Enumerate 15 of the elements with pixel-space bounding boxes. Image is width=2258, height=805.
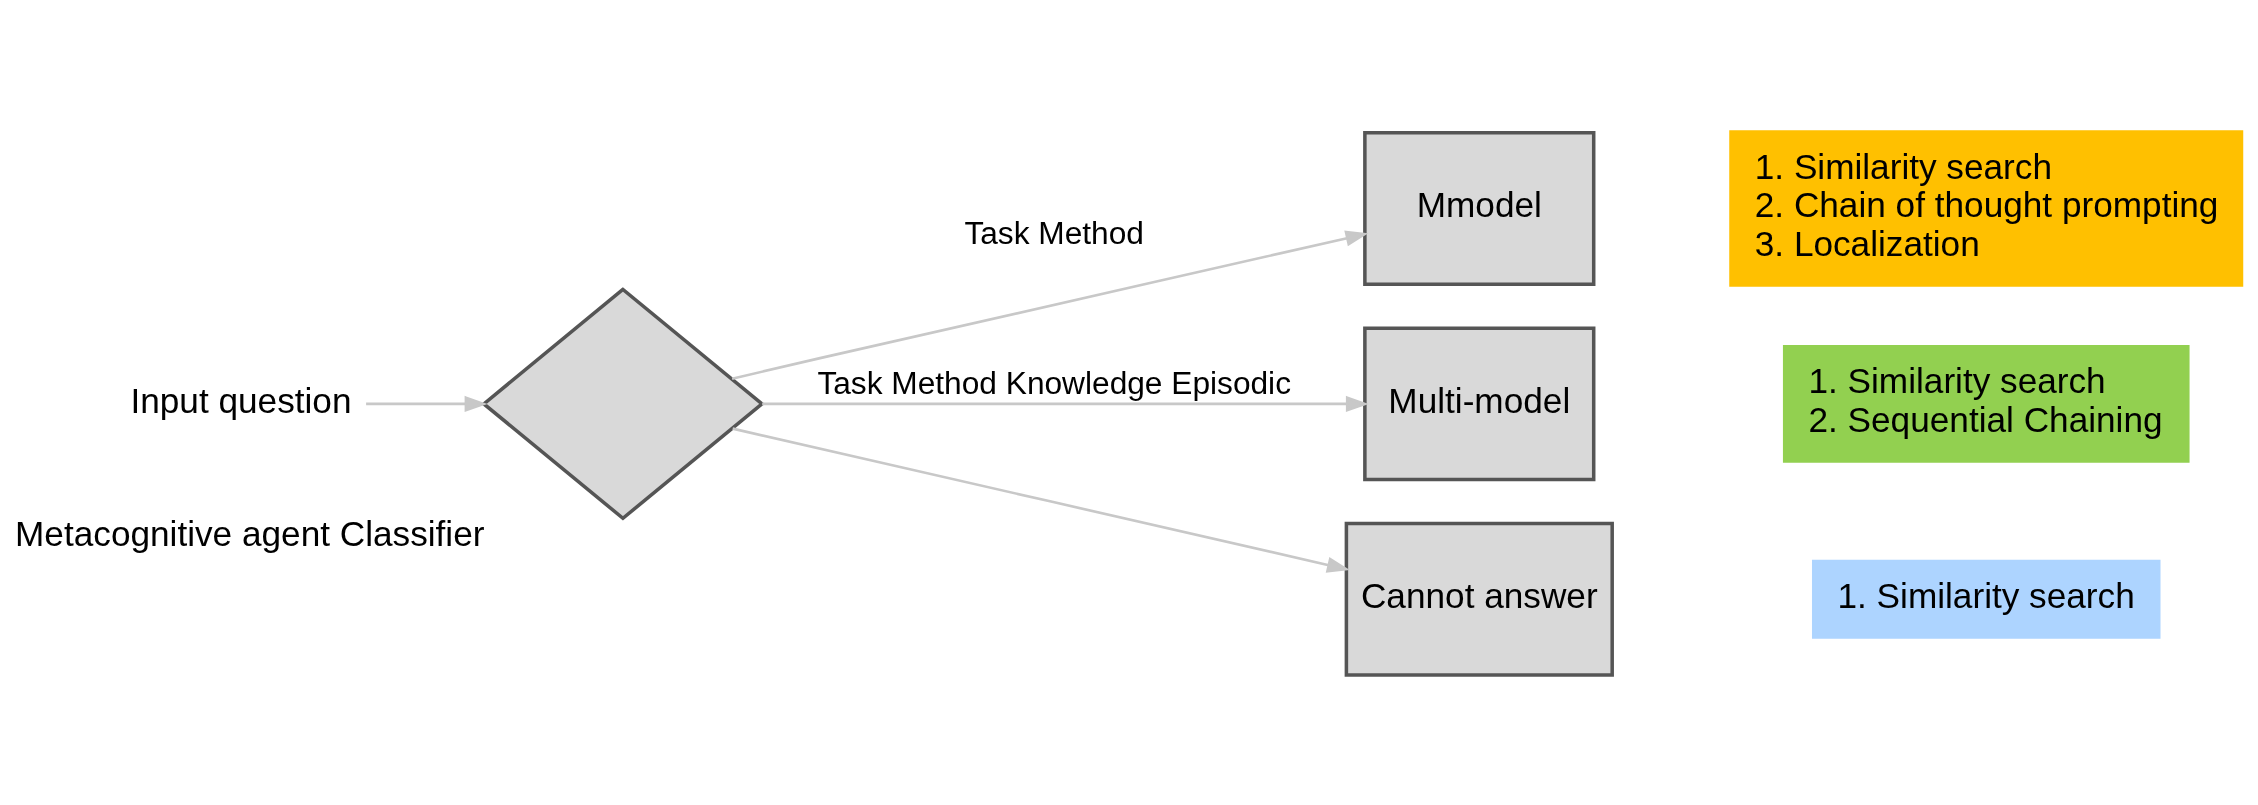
node-text: Input question — [130, 380, 352, 420]
edge-label: Task Method — [964, 214, 1144, 251]
node-label: Metacognitive agent Classifier — [15, 513, 485, 553]
node-box: Multi-model — [1363, 325, 1596, 481]
node-box: Mmodel — [1363, 130, 1596, 286]
arrow — [366, 395, 488, 412]
node-box: 1. Similarity search 2. Chain of thought prompting 3. Localization — [1729, 129, 2244, 287]
arrow — [762, 395, 1369, 412]
edge-label: Task Method Knowledge Episodic — [817, 364, 1291, 401]
node-box: 1. Similarity search — [1811, 559, 2161, 639]
arrow — [731, 230, 1369, 380]
node-box: 1. Similarity search 2. Sequential Chaining — [1782, 344, 2190, 463]
node-box: Cannot answer — [1344, 521, 1614, 677]
arrow — [732, 426, 1350, 573]
node-diamond — [481, 286, 765, 521]
